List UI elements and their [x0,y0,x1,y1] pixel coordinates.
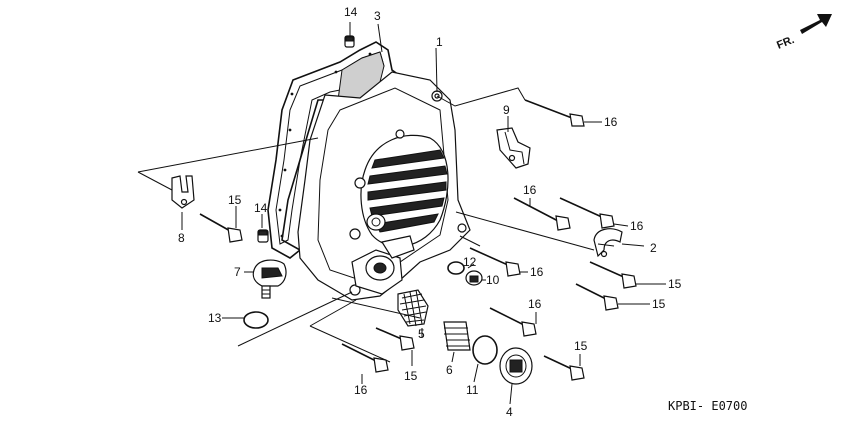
oil-strainer [397,289,429,327]
callout-14-left: 14 [254,201,268,215]
direction-label: FR. [775,34,796,52]
drain-plug [499,347,533,385]
callout-9: 9 [503,103,510,117]
callout-5: 5 [418,327,425,341]
dowel-pin-top [344,35,355,48]
callout-labels: 1 2 3 4 5 6 7 8 9 10 11 12 13 14 14 15 1… [178,5,682,419]
front-direction-arrow-icon [800,14,832,34]
bolt-15e [543,355,585,381]
bolt-15a [199,213,243,243]
callout-16-bottom: 16 [354,383,368,397]
bolt-group [199,99,637,381]
bolt-16c [559,197,615,229]
callout-4: 4 [506,405,513,419]
callout-11: 11 [466,383,479,397]
dowel-pin-left [257,229,269,243]
callout-15-left: 15 [228,193,242,207]
bolt-16d [469,247,521,277]
callout-14-top: 14 [344,5,358,19]
oil-filler-cap [252,259,287,299]
clamp-part [593,228,623,258]
bolt-16b [513,197,571,231]
bolt-15d [375,327,415,351]
callout-16-center: 16 [530,265,544,279]
callout-16-lower: 16 [528,297,542,311]
callout-15-lower-right: 15 [652,297,666,311]
callout-15-bottom-right: 15 [574,339,588,353]
cable-guide [496,127,531,169]
o-ring-11 [472,335,498,365]
bolt-10 [465,270,483,286]
callout-7: 7 [234,265,241,279]
callout-15-bottom: 15 [404,369,418,383]
bolt-16a [524,99,585,127]
bolt-16e [489,307,537,337]
bolt-15b [589,261,637,289]
bolt-15c [575,283,619,311]
callout-12: 12 [463,255,477,269]
callout-3: 3 [374,9,381,23]
callout-10: 10 [486,273,500,287]
callout-16-top: 16 [604,115,618,129]
bolt-16f [341,343,389,373]
callout-16-right: 16 [630,219,644,233]
callout-16-mid: 16 [523,183,537,197]
bracket-part [171,175,195,209]
spring [443,321,471,351]
callout-1: 1 [436,35,443,49]
callout-6: 6 [446,363,453,377]
callout-15-right: 15 [668,277,682,291]
leader-lines [137,22,666,405]
washer-12 [447,261,465,275]
diagram-code: KPBI- E0700 [668,399,747,413]
callout-8: 8 [178,231,185,245]
o-ring-13 [243,311,269,329]
callout-13: 13 [208,311,222,325]
callout-2: 2 [650,241,657,255]
left-crankcase-cover [297,71,471,301]
